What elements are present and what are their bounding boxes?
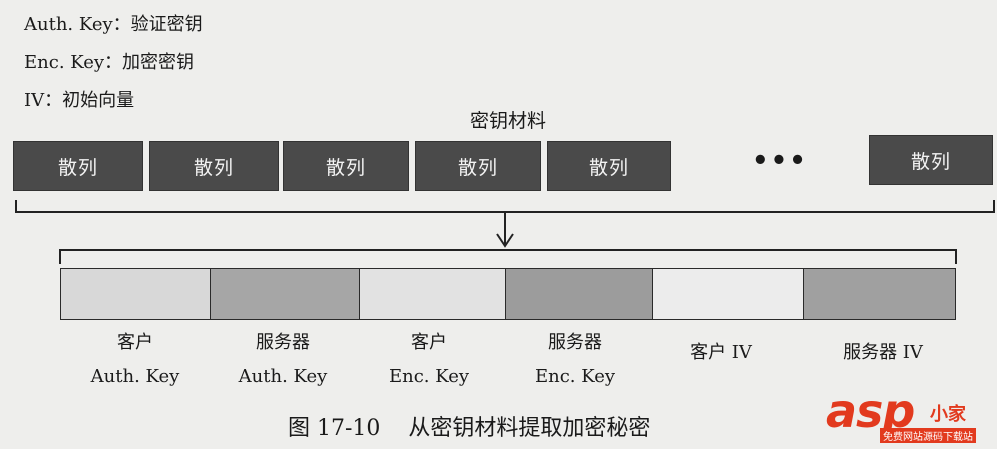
segment-label-owner: 服务器: [256, 332, 310, 353]
segment-label-key: Auth. Key: [238, 366, 328, 387]
watermark-logo-suffix: 小家: [930, 404, 966, 425]
segment-label-owner: 客户: [411, 332, 447, 353]
hash-block: 散列: [416, 142, 540, 190]
segment-label-key: Enc. Key: [388, 366, 470, 387]
legend-auth-key: Auth. Key：验证密钥: [24, 14, 203, 35]
segment-label: 客户 IV: [646, 336, 796, 370]
top-bracket: [15, 200, 995, 213]
segment-client-auth-key: [60, 268, 211, 320]
figure-number: 图 17-10: [288, 416, 381, 441]
segment-label-key: Auth. Key: [90, 366, 180, 387]
watermark-subtitle: 免费网站源码下载站: [880, 428, 976, 443]
segment-label: 服务器 IV: [808, 336, 958, 370]
segment-label-owner: 客户 IV: [690, 342, 752, 363]
segment-server-iv: [803, 268, 956, 320]
arrow-head: [496, 233, 514, 248]
hash-block: 散列: [284, 142, 408, 190]
segment-label-key: Enc. Key: [534, 366, 616, 387]
segment-label: 客户 Enc. Key: [354, 326, 504, 394]
key-material-title: 密钥材料: [470, 110, 547, 132]
segment-label: 客户 Auth. Key: [60, 326, 210, 394]
segment-label: 服务器 Enc. Key: [500, 326, 650, 394]
segment-server-auth-key: [210, 268, 360, 320]
segment-label: 服务器 Auth. Key: [208, 326, 358, 394]
hash-block: 散列: [14, 142, 142, 190]
segment-server-enc-key: [505, 268, 653, 320]
legend-iv: IV：初始向量: [24, 90, 135, 111]
bottom-bracket: [59, 249, 957, 264]
segment-label-owner: 服务器 IV: [843, 342, 923, 363]
legend-enc-key: Enc. Key：加密密钥: [24, 52, 195, 73]
hash-block: 散列: [548, 142, 670, 190]
segment-label-owner: 客户: [117, 332, 153, 353]
figure-title: 从密钥材料提取加密秘密: [408, 416, 651, 441]
hash-block: 散列: [150, 142, 278, 190]
figure-caption: 图 17-10 从密钥材料提取加密秘密: [288, 410, 650, 442]
hash-block: 散列: [870, 136, 992, 184]
ellipsis: •••: [752, 146, 808, 176]
segment-client-iv: [652, 268, 804, 320]
segment-label-owner: 服务器: [548, 332, 602, 353]
segment-client-enc-key: [359, 268, 506, 320]
